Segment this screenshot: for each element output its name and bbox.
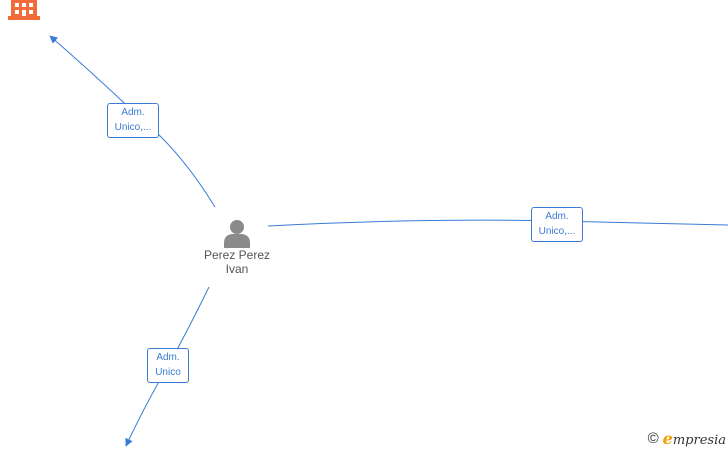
edge-label-right-line2: Unico,... — [538, 226, 576, 237]
edge-label-right-line1: Adm. — [545, 211, 569, 222]
brand-rest: mpresia — [672, 433, 726, 448]
copyright-icon: © — [647, 429, 659, 447]
edge-label-bottom-line1: Adm. — [156, 352, 180, 363]
brand-logo: empresia — [663, 429, 726, 448]
edge-label-top-line1: Adm. — [121, 107, 145, 118]
brand-initial: e — [662, 429, 673, 448]
edge-label-bottom-line2: Unico — [155, 367, 181, 378]
edge-label-bottom[interactable]: Adm. Unico — [147, 348, 189, 383]
person-name-line2: Ivan — [225, 262, 249, 276]
person-node[interactable]: Perez Perez Ivan — [196, 218, 278, 276]
person-icon — [224, 220, 250, 248]
company-node[interactable] — [8, 0, 40, 25]
building-icon — [8, 0, 40, 20]
edge-label-top[interactable]: Adm. Unico,... — [107, 103, 159, 138]
edge-to-right[interactable] — [267, 219, 728, 227]
person-name-line1: Perez Perez — [203, 248, 271, 262]
edge-label-top-line2: Unico,... — [114, 122, 152, 133]
watermark: © empresia — [648, 429, 726, 448]
edge-label-right[interactable]: Adm. Unico,... — [531, 207, 583, 242]
